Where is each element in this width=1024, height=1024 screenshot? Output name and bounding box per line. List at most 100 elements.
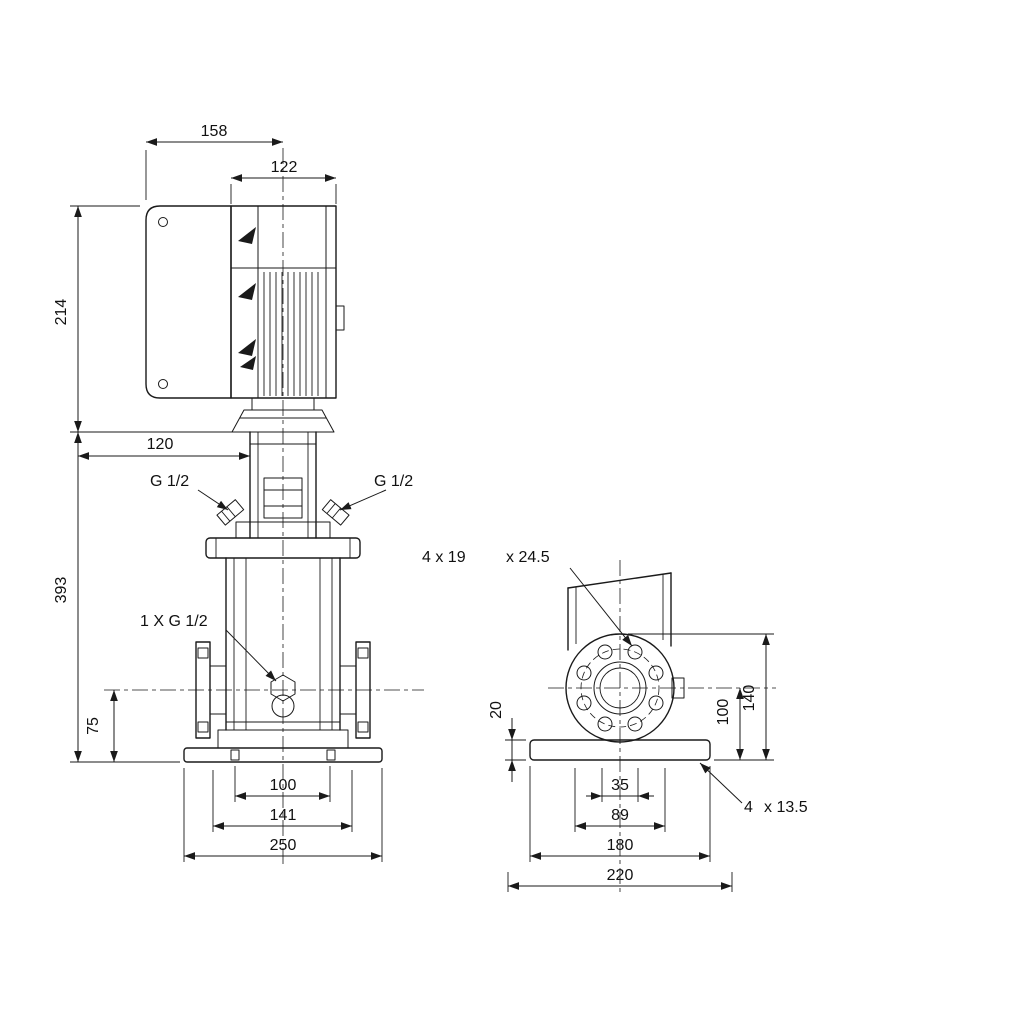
bolt-hole-3 (597, 644, 613, 660)
dim-180: 180 (530, 837, 710, 860)
dim-214-label: 214 (53, 299, 70, 326)
dim-100-side: 100 (715, 688, 744, 760)
dimensions-side: 4 x 19 x 24.5 20 100 140 35 89 (422, 549, 808, 892)
side-base (529, 739, 711, 761)
discharge-bolt-bottom (357, 721, 369, 733)
dim-20-label: 20 (488, 701, 505, 719)
motor-lifting-tab (335, 305, 345, 331)
side-view (529, 560, 776, 896)
cover-clamp-4 (240, 356, 256, 370)
dim-393: 393 (53, 432, 82, 762)
dim-35-label: 35 (611, 777, 629, 794)
dim-100-front: 100 (235, 777, 330, 800)
dim-89: 89 (575, 807, 665, 830)
gauge-plug-right (321, 499, 350, 526)
side-extension-lines (505, 633, 774, 892)
dim-141-label: 141 (270, 807, 297, 824)
dim-120-label: 120 (147, 436, 174, 453)
flange-raised-face (593, 661, 647, 715)
front-extension-lines (70, 150, 383, 862)
dim-122-label: 122 (271, 159, 298, 176)
base-hole-note-part1: 4 (744, 799, 753, 816)
suction-bolt-bottom (197, 721, 209, 733)
dim-75-label: 75 (85, 717, 102, 735)
flange-note-leader (569, 567, 633, 647)
flange-outer-circle (565, 633, 675, 743)
pump-body (195, 521, 371, 739)
dim-393-label: 393 (53, 577, 70, 604)
bolt-hole-8 (648, 695, 664, 711)
base-plate (183, 747, 383, 763)
suction-bolt-top (197, 647, 209, 659)
head-flange-plate (205, 537, 361, 559)
bolt-circle (580, 648, 660, 728)
port-label-right: G 1/2 (339, 473, 413, 511)
bolt-hole-7 (627, 716, 643, 732)
dim-158-label: 158 (201, 123, 228, 140)
gauge-plug-left (216, 499, 245, 526)
base-hole-note-part2: x 13.5 (764, 799, 808, 816)
cover-clamp-1 (238, 227, 256, 244)
port-right-leader (339, 489, 387, 511)
lantern-coupling (216, 431, 350, 539)
bolt-hole-5 (576, 695, 592, 711)
dim-250-label: 250 (270, 837, 297, 854)
dim-120: 120 (78, 436, 250, 460)
port-left-leader (197, 489, 229, 511)
flange-note-part1: 4 x 19 (422, 549, 466, 566)
bolt-hole-6 (597, 716, 613, 732)
fan-cover (145, 205, 232, 399)
dim-100-front-label: 100 (270, 777, 297, 794)
base-hole-leader (699, 762, 743, 804)
drain-label: 1 X G 1/2 (140, 613, 208, 630)
flange-side-tab (671, 677, 685, 699)
suction-flange (195, 641, 211, 739)
motor-stool (231, 409, 335, 433)
drain-port-circle (271, 694, 295, 718)
dim-141: 141 (213, 807, 352, 830)
drain-leader (225, 629, 277, 682)
cover-clamp-3 (238, 339, 256, 356)
dim-158: 158 (146, 123, 283, 146)
dim-180-label: 180 (607, 837, 634, 854)
bolt-hole-2 (627, 644, 643, 660)
bolt-hole-4 (576, 665, 592, 681)
dim-35: 35 (586, 777, 654, 800)
discharge-flange (355, 641, 371, 739)
cover-clamp-2 (238, 283, 256, 300)
cover-screw-top (158, 217, 168, 227)
dim-20: 20 (488, 701, 516, 782)
dim-220: 220 (508, 867, 732, 890)
port-left-label: G 1/2 (150, 473, 189, 490)
base-hole-note: 4 x 13.5 (699, 762, 808, 816)
dimensions-front: 158 122 214 393 120 75 G 1/2 G 1/2 (53, 123, 413, 862)
flange-note-part2: x 24.5 (506, 549, 550, 566)
dim-140: 140 (741, 634, 770, 760)
dim-75: 75 (85, 690, 118, 762)
motor-body (230, 205, 337, 399)
base-slot-right (326, 749, 336, 761)
dim-214: 214 (53, 206, 82, 432)
front-view (104, 148, 424, 866)
cover-screw-bottom (158, 379, 168, 389)
flange-note: 4 x 19 x 24.5 (422, 549, 633, 647)
port-label-left: G 1/2 (150, 473, 229, 511)
dim-122: 122 (231, 159, 336, 182)
dim-89-label: 89 (611, 807, 629, 824)
bolt-hole-1 (648, 665, 664, 681)
base-slot-left (230, 749, 240, 761)
pump-base (183, 729, 383, 763)
drain-plug-hex (270, 674, 296, 702)
dim-220-label: 220 (607, 867, 634, 884)
dim-250: 250 (184, 837, 382, 860)
motor (145, 205, 345, 433)
dim-140-label: 140 (741, 685, 758, 712)
motor-cooling-fins (263, 272, 319, 396)
discharge-bolt-top (357, 647, 369, 659)
coupling-block (263, 477, 303, 519)
drain-label-group: 1 X G 1/2 (140, 613, 277, 682)
flange-bore (599, 667, 641, 709)
port-right-label: G 1/2 (374, 473, 413, 490)
side-base-plate (529, 739, 711, 761)
